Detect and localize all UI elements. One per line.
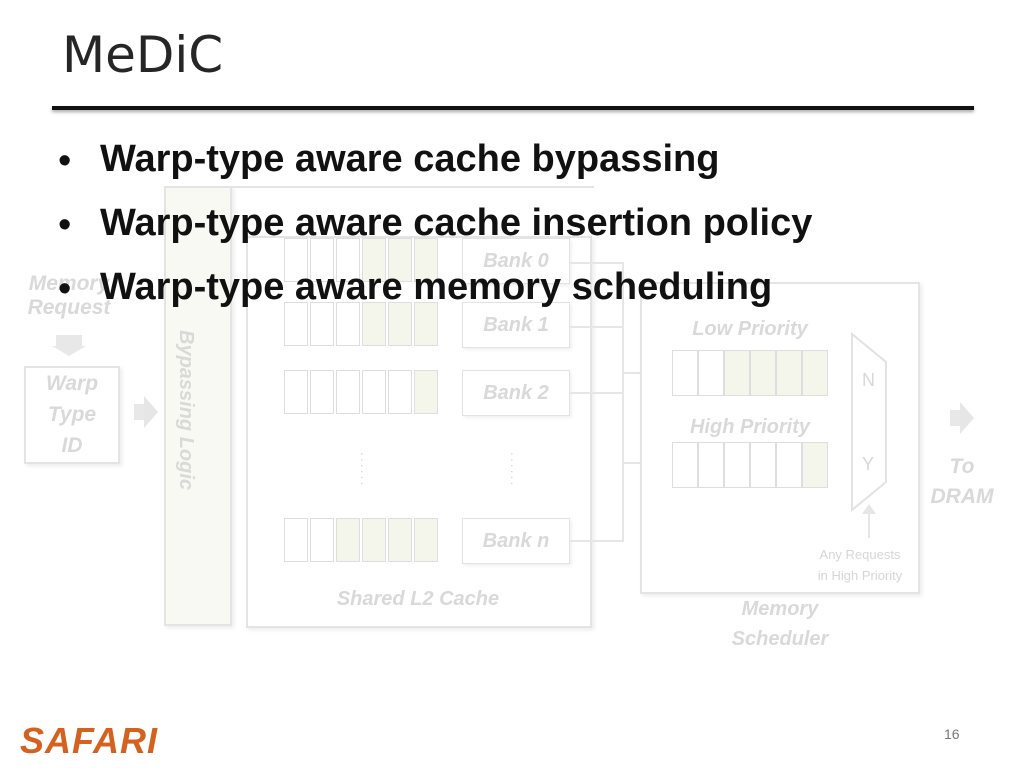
bullet-dot-icon: •	[58, 204, 72, 246]
warp-type-id-box: Warp Type ID	[24, 366, 120, 464]
bank-0-connector	[570, 262, 622, 264]
any-requests-line2: in High Priority	[817, 568, 903, 583]
top-connector	[198, 186, 594, 188]
bullet-dot-icon: •	[58, 268, 72, 310]
shared-l2-cache-label: Shared L2 Cache	[336, 588, 500, 610]
any-requests-label: Any Requests in High Priority	[800, 544, 920, 586]
memory-scheduler-label: Memory Scheduler	[700, 594, 860, 654]
to-dram-line2: DRAM	[930, 485, 994, 508]
high-priority-label: High Priority	[689, 416, 810, 438]
bank-n: Bank n	[462, 518, 570, 564]
warp-type-id-line2: Type	[47, 403, 97, 426]
down-arrow-icon	[52, 346, 86, 356]
bullet-text-3: Warp-type aware memory scheduling	[100, 266, 773, 308]
bank-1-connector	[570, 326, 622, 328]
memory-request-label: Memory Request	[24, 272, 114, 320]
cache-row-ellipsis: ......	[358, 452, 374, 488]
warp-type-id-line1: Warp	[45, 372, 99, 395]
any-requests-line1: Any Requests	[819, 547, 901, 562]
memory-scheduler-line2: Scheduler	[731, 628, 829, 650]
bank-0: Bank 0	[462, 238, 570, 284]
bullet-text-2: Warp-type aware cache insertion policy	[100, 202, 813, 244]
down-arrow-shaft	[56, 335, 82, 347]
bullet-text-1: Warp-type aware cache bypassing	[100, 138, 720, 180]
right-arrow-shaft-2	[950, 410, 960, 426]
memory-request-line1: Memory	[28, 272, 110, 295]
low-priority-label: Low Priority	[692, 318, 808, 340]
page-number: 16	[944, 726, 960, 742]
to-dram-arrow-icon	[960, 402, 974, 434]
memory-request-line2: Request	[27, 296, 111, 319]
bypassing-logic-box	[164, 186, 232, 626]
mux-n-label: N	[862, 370, 875, 390]
select-line	[868, 512, 870, 538]
bank-2-connector	[570, 392, 622, 394]
slide-title: MeDiC	[62, 26, 224, 84]
mux-y-label: Y	[862, 454, 875, 474]
title-rule	[52, 106, 974, 110]
priority-mux	[851, 332, 887, 512]
bank-2: Bank 2	[462, 370, 570, 416]
bullet-dot-icon: •	[58, 140, 72, 182]
to-dram-line1: To	[949, 455, 975, 478]
bank-bus	[622, 262, 624, 542]
warp-type-id-line3: ID	[61, 434, 83, 457]
bypassing-logic-label: Bypassing Logic	[175, 330, 197, 491]
right-arrow-icon-1	[144, 396, 158, 428]
bank-n-connector	[570, 540, 622, 542]
bank-1: Bank 1	[462, 302, 570, 348]
up-arrow-icon	[862, 504, 876, 514]
memory-scheduler-line1: Memory	[741, 598, 819, 620]
right-arrow-shaft-1	[134, 404, 144, 420]
bank-ellipsis: ......	[508, 452, 524, 488]
safari-logo: SAFARI	[20, 720, 159, 761]
to-dram-label: To DRAM	[922, 452, 1002, 512]
